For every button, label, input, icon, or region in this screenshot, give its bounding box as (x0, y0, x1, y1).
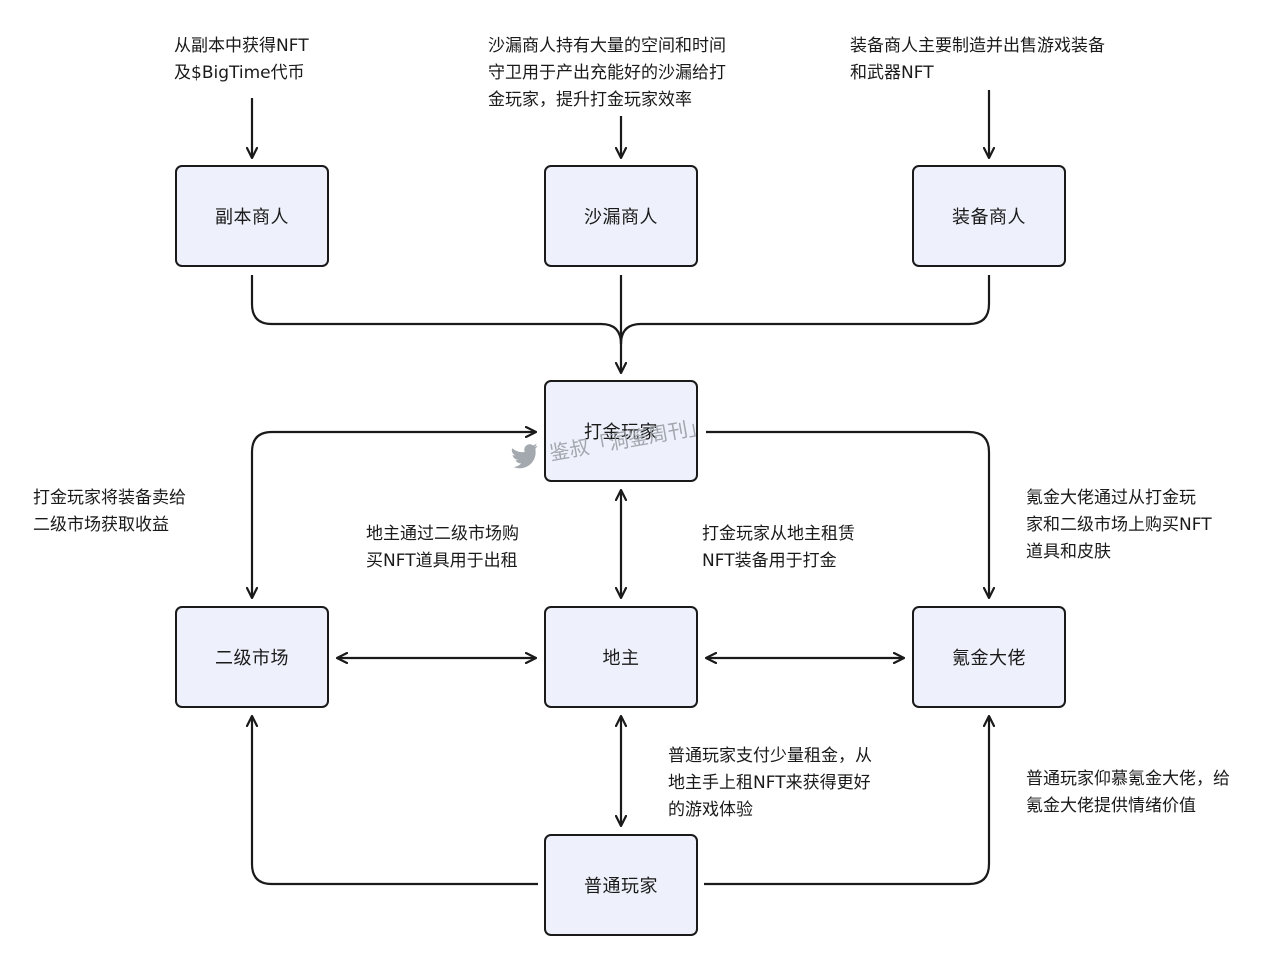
node-landlord[interactable]: 地主 (544, 606, 698, 708)
node-regular-player[interactable]: 普通玩家 (544, 834, 698, 936)
watermark: 鉴叔「洞鉴周刊」 (509, 410, 709, 473)
edge-player-market (252, 716, 538, 886)
node-gold-farmer[interactable]: 打金玩家 (544, 380, 698, 482)
edge-farmer-whale (706, 430, 989, 598)
node-dungeon-merchant[interactable]: 副本商人 (175, 165, 329, 267)
twitter-bird-icon (511, 442, 538, 468)
note-player-admires: 普通玩家仰慕氪金大佬，给 氪金大佬提供情绪价值 (1026, 769, 1230, 816)
edge-dungeon-to-merge (250, 275, 623, 345)
edge-equipment-to-merge (619, 275, 991, 345)
node-equipment-merchant[interactable]: 装备商人 (912, 165, 1066, 267)
node-secondary-market[interactable]: 二级市场 (175, 606, 329, 708)
edge-farmer-market (252, 432, 536, 598)
note-hourglass: 沙漏商人持有大量的空间和时间 守卫用于产出充能好的沙漏给打 金玩家，提升打金玩家… (488, 36, 726, 110)
note-farmer-to-market: 打金玩家将装备卖给 二级市场获取收益 (33, 488, 186, 535)
note-player-rents: 普通玩家支付少量租金，从 地主手上租NFT来获得更好 的游戏体验 (668, 746, 872, 820)
edge-player-whale (704, 716, 989, 886)
note-farmer-rents: 打金玩家从地主租赁 NFT装备用于打金 (702, 524, 855, 571)
note-landlord-buys: 地主通过二级市场购 买NFT道具用于出租 (366, 524, 519, 571)
node-whale[interactable]: 氪金大佬 (912, 606, 1066, 708)
node-hourglass-merchant[interactable]: 沙漏商人 (544, 165, 698, 267)
note-equipment: 装备商人主要制造并出售游戏装备 和武器NFT (850, 36, 1105, 83)
note-whale-buys: 氪金大佬通过从打金玩 家和二级市场上购买NFT 道具和皮肤 (1026, 488, 1212, 562)
note-dungeon: 从副本中获得NFT 及$BigTime代币 (174, 36, 309, 83)
